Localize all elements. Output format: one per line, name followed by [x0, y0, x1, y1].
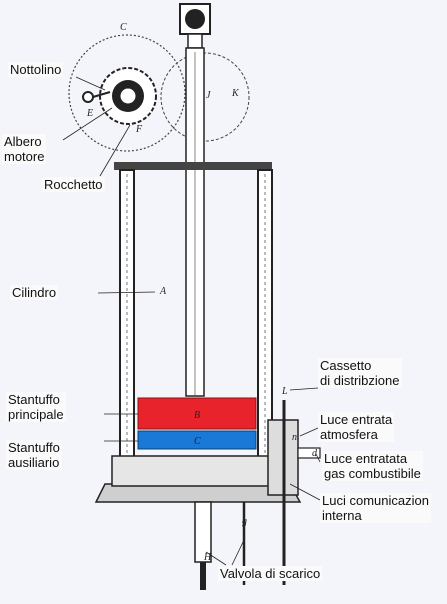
crosshead-neck — [187, 33, 203, 49]
leader-valvola-a — [205, 551, 227, 566]
letter-g: g — [242, 516, 247, 527]
leader-rocchetto — [99, 124, 131, 177]
label-nottolino: Nottolino — [8, 62, 64, 77]
lower-chamber — [111, 455, 283, 487]
gear-circle-c — [68, 34, 186, 152]
letter-c-piston: C — [194, 436, 201, 447]
crosshead-pin — [185, 9, 205, 29]
pawl-arm — [92, 91, 111, 98]
label-cassetto: Cassetto di distribzione — [318, 358, 402, 388]
letter-h-upper: H — [203, 552, 212, 563]
leader-comunicazione — [289, 483, 321, 501]
label-albero-motore: Albero motore — [2, 134, 47, 164]
label-stantuffo-principale: Stantuffo principale — [6, 392, 66, 422]
leader-albero — [62, 107, 113, 141]
leader-cassetto — [289, 387, 319, 391]
letter-a: A — [159, 286, 167, 297]
label-stantuffo-ausiliario: Stantuffo ausiliario — [6, 440, 62, 470]
leader-nottolino — [75, 76, 106, 91]
leader-cilindro — [97, 291, 156, 294]
aux-piston — [137, 430, 257, 450]
main-piston — [137, 397, 257, 430]
label-luce-atmosfera: Luce entrata atmosfera — [318, 412, 395, 442]
exhaust-valve-tip — [200, 562, 206, 590]
gas-inlet-pipe — [297, 447, 321, 459]
letter-k: K — [231, 88, 240, 99]
pawl — [82, 91, 94, 103]
label-luce-gas: Luce entratata gas combustibile — [322, 451, 423, 481]
label-rocchetto: Rocchetto — [42, 177, 105, 192]
cylinder-flange — [114, 162, 272, 170]
letter-b-piston: B — [194, 410, 200, 421]
letter-n: n. — [292, 432, 300, 443]
letter-e: E — [86, 108, 93, 119]
leader-valvola-b — [231, 539, 245, 566]
letter-c-gear: C — [120, 22, 127, 33]
cylinder-wall-right — [257, 169, 273, 463]
label-luci-comunicazione: Luci comunicazion interna — [320, 493, 431, 523]
letter-f: F — [135, 124, 143, 135]
cylinder-wall-left — [119, 169, 135, 463]
letter-l: L — [281, 386, 288, 397]
letter-d: d — [312, 448, 318, 459]
letter-j: J — [206, 90, 211, 101]
leader-atmosfera — [299, 427, 319, 437]
label-valvola: Valvola di scarico — [218, 566, 323, 581]
label-cilindro: Cilindro — [10, 285, 59, 300]
gear-circle-k — [160, 52, 250, 142]
leader-gas — [315, 453, 321, 463]
motor-shaft-hub — [117, 85, 139, 107]
